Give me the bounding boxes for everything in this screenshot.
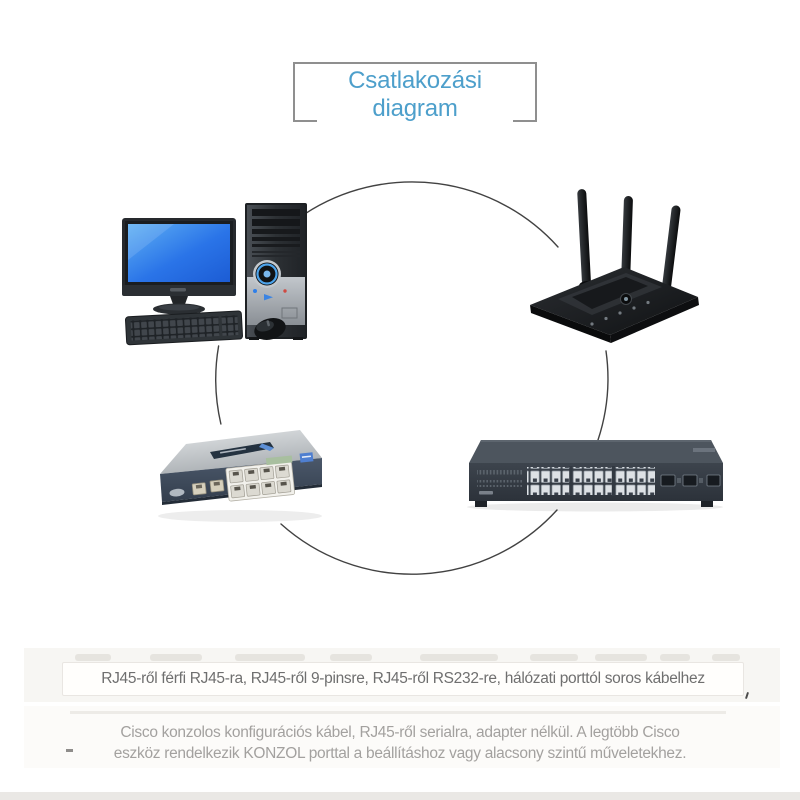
ghost-text-artifact <box>530 654 578 661</box>
console-router-icon <box>158 430 322 522</box>
ghost-text-artifact <box>330 654 372 661</box>
cable-types-caption-box: RJ45-ről férfi RJ45-ra, RJ45-ről 9-pinsr… <box>62 662 744 696</box>
ghost-text-artifact <box>75 654 111 661</box>
connection-circle-arcs <box>215 181 609 575</box>
model-label <box>693 448 715 452</box>
title-box: Csatlakozási diagram <box>293 62 537 122</box>
router-body <box>530 267 699 343</box>
status-display <box>265 455 293 466</box>
power-button <box>253 260 281 288</box>
vent-grid <box>477 470 523 477</box>
bottom-strip <box>0 792 800 800</box>
cable-types-caption: RJ45-ről férfi RJ45-ra, RJ45-ről 9-pinsr… <box>101 670 705 687</box>
ghost-text-artifact <box>235 654 305 661</box>
mouse <box>254 318 286 340</box>
brand-logo <box>479 491 493 495</box>
ghost-text-artifact <box>150 654 202 661</box>
antenna <box>620 196 633 289</box>
front-ports <box>169 452 314 502</box>
switch-body <box>469 440 723 507</box>
led-red <box>283 289 287 293</box>
description-line2: eszköz rendelkezik KONZOL porttal a beál… <box>113 745 687 762</box>
antenna <box>661 205 681 295</box>
wireless-router-icon <box>530 189 699 343</box>
description-line1: Cisco konzolos konfigurációs kábel, RJ45… <box>120 724 680 741</box>
monitor-screen <box>128 224 230 282</box>
description-caption: Cisco konzolos konfigurációs kábel, RJ45… <box>0 722 800 764</box>
brand-label <box>169 488 185 497</box>
network-switch-icon <box>467 440 723 512</box>
ghost-text-artifact <box>420 654 498 661</box>
page-title-line2: diagram <box>372 95 458 122</box>
ghost-text-artifact <box>595 654 647 661</box>
ghost-text-artifact <box>660 654 690 661</box>
foot <box>701 501 713 507</box>
router-leds <box>590 300 650 326</box>
top-label <box>210 442 274 459</box>
uplink-ports <box>191 479 225 496</box>
rj45-port-block <box>228 464 292 499</box>
ghost-text-artifact <box>712 654 740 661</box>
dash-artifact <box>66 749 73 752</box>
page-title-line1: Csatlakozási <box>348 67 482 94</box>
rj45-port-rows <box>527 466 655 496</box>
uplink-sfp-ports <box>660 474 721 487</box>
keyboard <box>124 310 243 346</box>
foot <box>475 501 487 507</box>
antenna <box>577 189 591 286</box>
ghost-line-artifact <box>70 711 726 714</box>
page-title: Csatlakozási diagram <box>295 67 535 123</box>
description-band <box>24 706 780 768</box>
tower-case <box>245 203 307 340</box>
switch-top-face <box>469 440 723 463</box>
monitor <box>122 218 236 315</box>
desktop-computer-icon <box>122 203 307 346</box>
led-blue <box>253 289 257 293</box>
